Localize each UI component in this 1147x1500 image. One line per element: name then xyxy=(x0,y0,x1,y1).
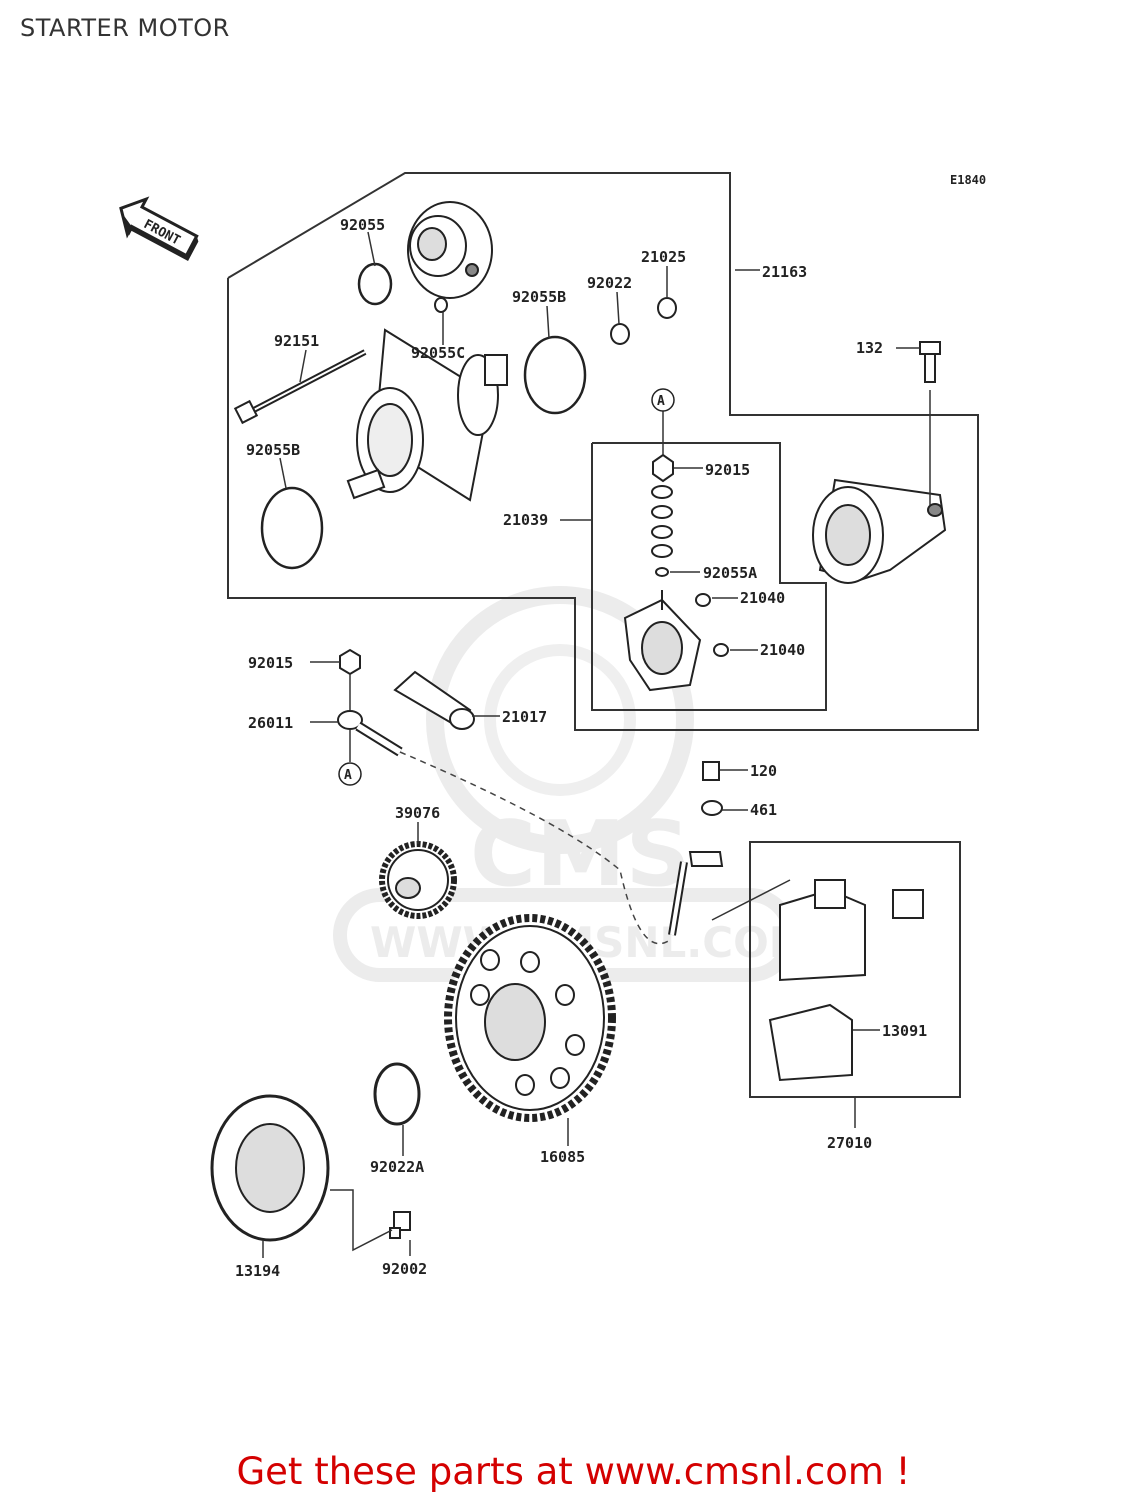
part-label-92055: 92055 xyxy=(340,216,385,234)
part-label-21040-a: 21040 xyxy=(740,589,785,607)
part-label-16085: 16085 xyxy=(540,1148,585,1166)
o-ring-92055c-part xyxy=(434,297,448,313)
washer-21025-part xyxy=(657,297,677,319)
part-label-13194: 13194 xyxy=(235,1262,280,1280)
cable-line xyxy=(399,751,671,945)
page-title: STARTER MOTOR xyxy=(20,14,230,42)
part-label-132: 132 xyxy=(856,339,883,357)
part-label-461: 461 xyxy=(750,801,777,819)
part-label-92055b-top: 92055B xyxy=(512,288,566,306)
front-cover-part xyxy=(812,478,947,584)
part-label-21040-b: 21040 xyxy=(760,641,805,659)
end-cover-part xyxy=(407,201,493,299)
watermark-brand: CMS xyxy=(470,802,690,907)
callout-a-top: A xyxy=(651,388,675,412)
part-label-26011: 26011 xyxy=(248,714,293,732)
figure-code: E1840 xyxy=(950,173,986,187)
svg-text:A: A xyxy=(657,394,665,409)
gear-16085-part xyxy=(444,914,616,1122)
washer-92022a-part xyxy=(373,1062,421,1126)
washer-92022-part xyxy=(610,323,630,345)
callout-a-bottom: A xyxy=(338,762,362,786)
part-label-92055a: 92055A xyxy=(703,564,757,582)
bolt-132-part xyxy=(919,341,941,383)
screw-92002-part xyxy=(389,1211,411,1239)
part-label-92055b-side: 92055B xyxy=(246,441,300,459)
part-label-13091: 13091 xyxy=(882,1022,927,1040)
part-label-92022: 92022 xyxy=(587,274,632,292)
o-ring-92055b-side-part xyxy=(260,486,324,570)
part-label-21039: 21039 xyxy=(503,511,548,529)
part-label-92022a: 92022A xyxy=(370,1158,424,1176)
relay-parts xyxy=(768,879,924,1082)
part-label-92055c: 92055C xyxy=(411,344,465,362)
assembly-outline-21039 xyxy=(591,442,827,711)
o-ring-92055-part xyxy=(357,262,393,306)
terminal-parts xyxy=(337,648,475,757)
part-label-21025: 21025 xyxy=(641,248,686,266)
clutch-13194-part xyxy=(210,1094,330,1242)
part-label-92151: 92151 xyxy=(274,332,319,350)
washer-stack-part xyxy=(651,453,674,577)
part-label-92002: 92002 xyxy=(382,1260,427,1278)
part-label-21017: 21017 xyxy=(502,708,547,726)
part-label-39076: 39076 xyxy=(395,804,440,822)
bolt-92151-part xyxy=(233,349,367,425)
o-ring-92055b-top-part xyxy=(523,335,587,415)
part-label-21163: 21163 xyxy=(762,263,807,281)
relay-terminal-parts xyxy=(668,761,724,936)
watermark: CMS WWW.CMSNL.COM xyxy=(333,586,811,982)
part-label-92015-top: 92015 xyxy=(705,461,750,479)
part-label-120: 120 xyxy=(750,762,777,780)
part-label-92015-left: 92015 xyxy=(248,654,293,672)
footer-shop-link[interactable]: Get these parts at www.cmsnl.com ! xyxy=(236,1450,911,1493)
assembly-outline-21163 xyxy=(227,172,979,731)
motor-body-part xyxy=(346,328,508,502)
svg-text:A: A xyxy=(344,768,352,783)
part-label-27010: 27010 xyxy=(827,1134,872,1152)
leader-lines xyxy=(262,231,931,1258)
front-arrow-icon: FRONT xyxy=(119,196,199,261)
brush-plate-part xyxy=(623,590,729,692)
gear-39076-part xyxy=(379,841,457,919)
